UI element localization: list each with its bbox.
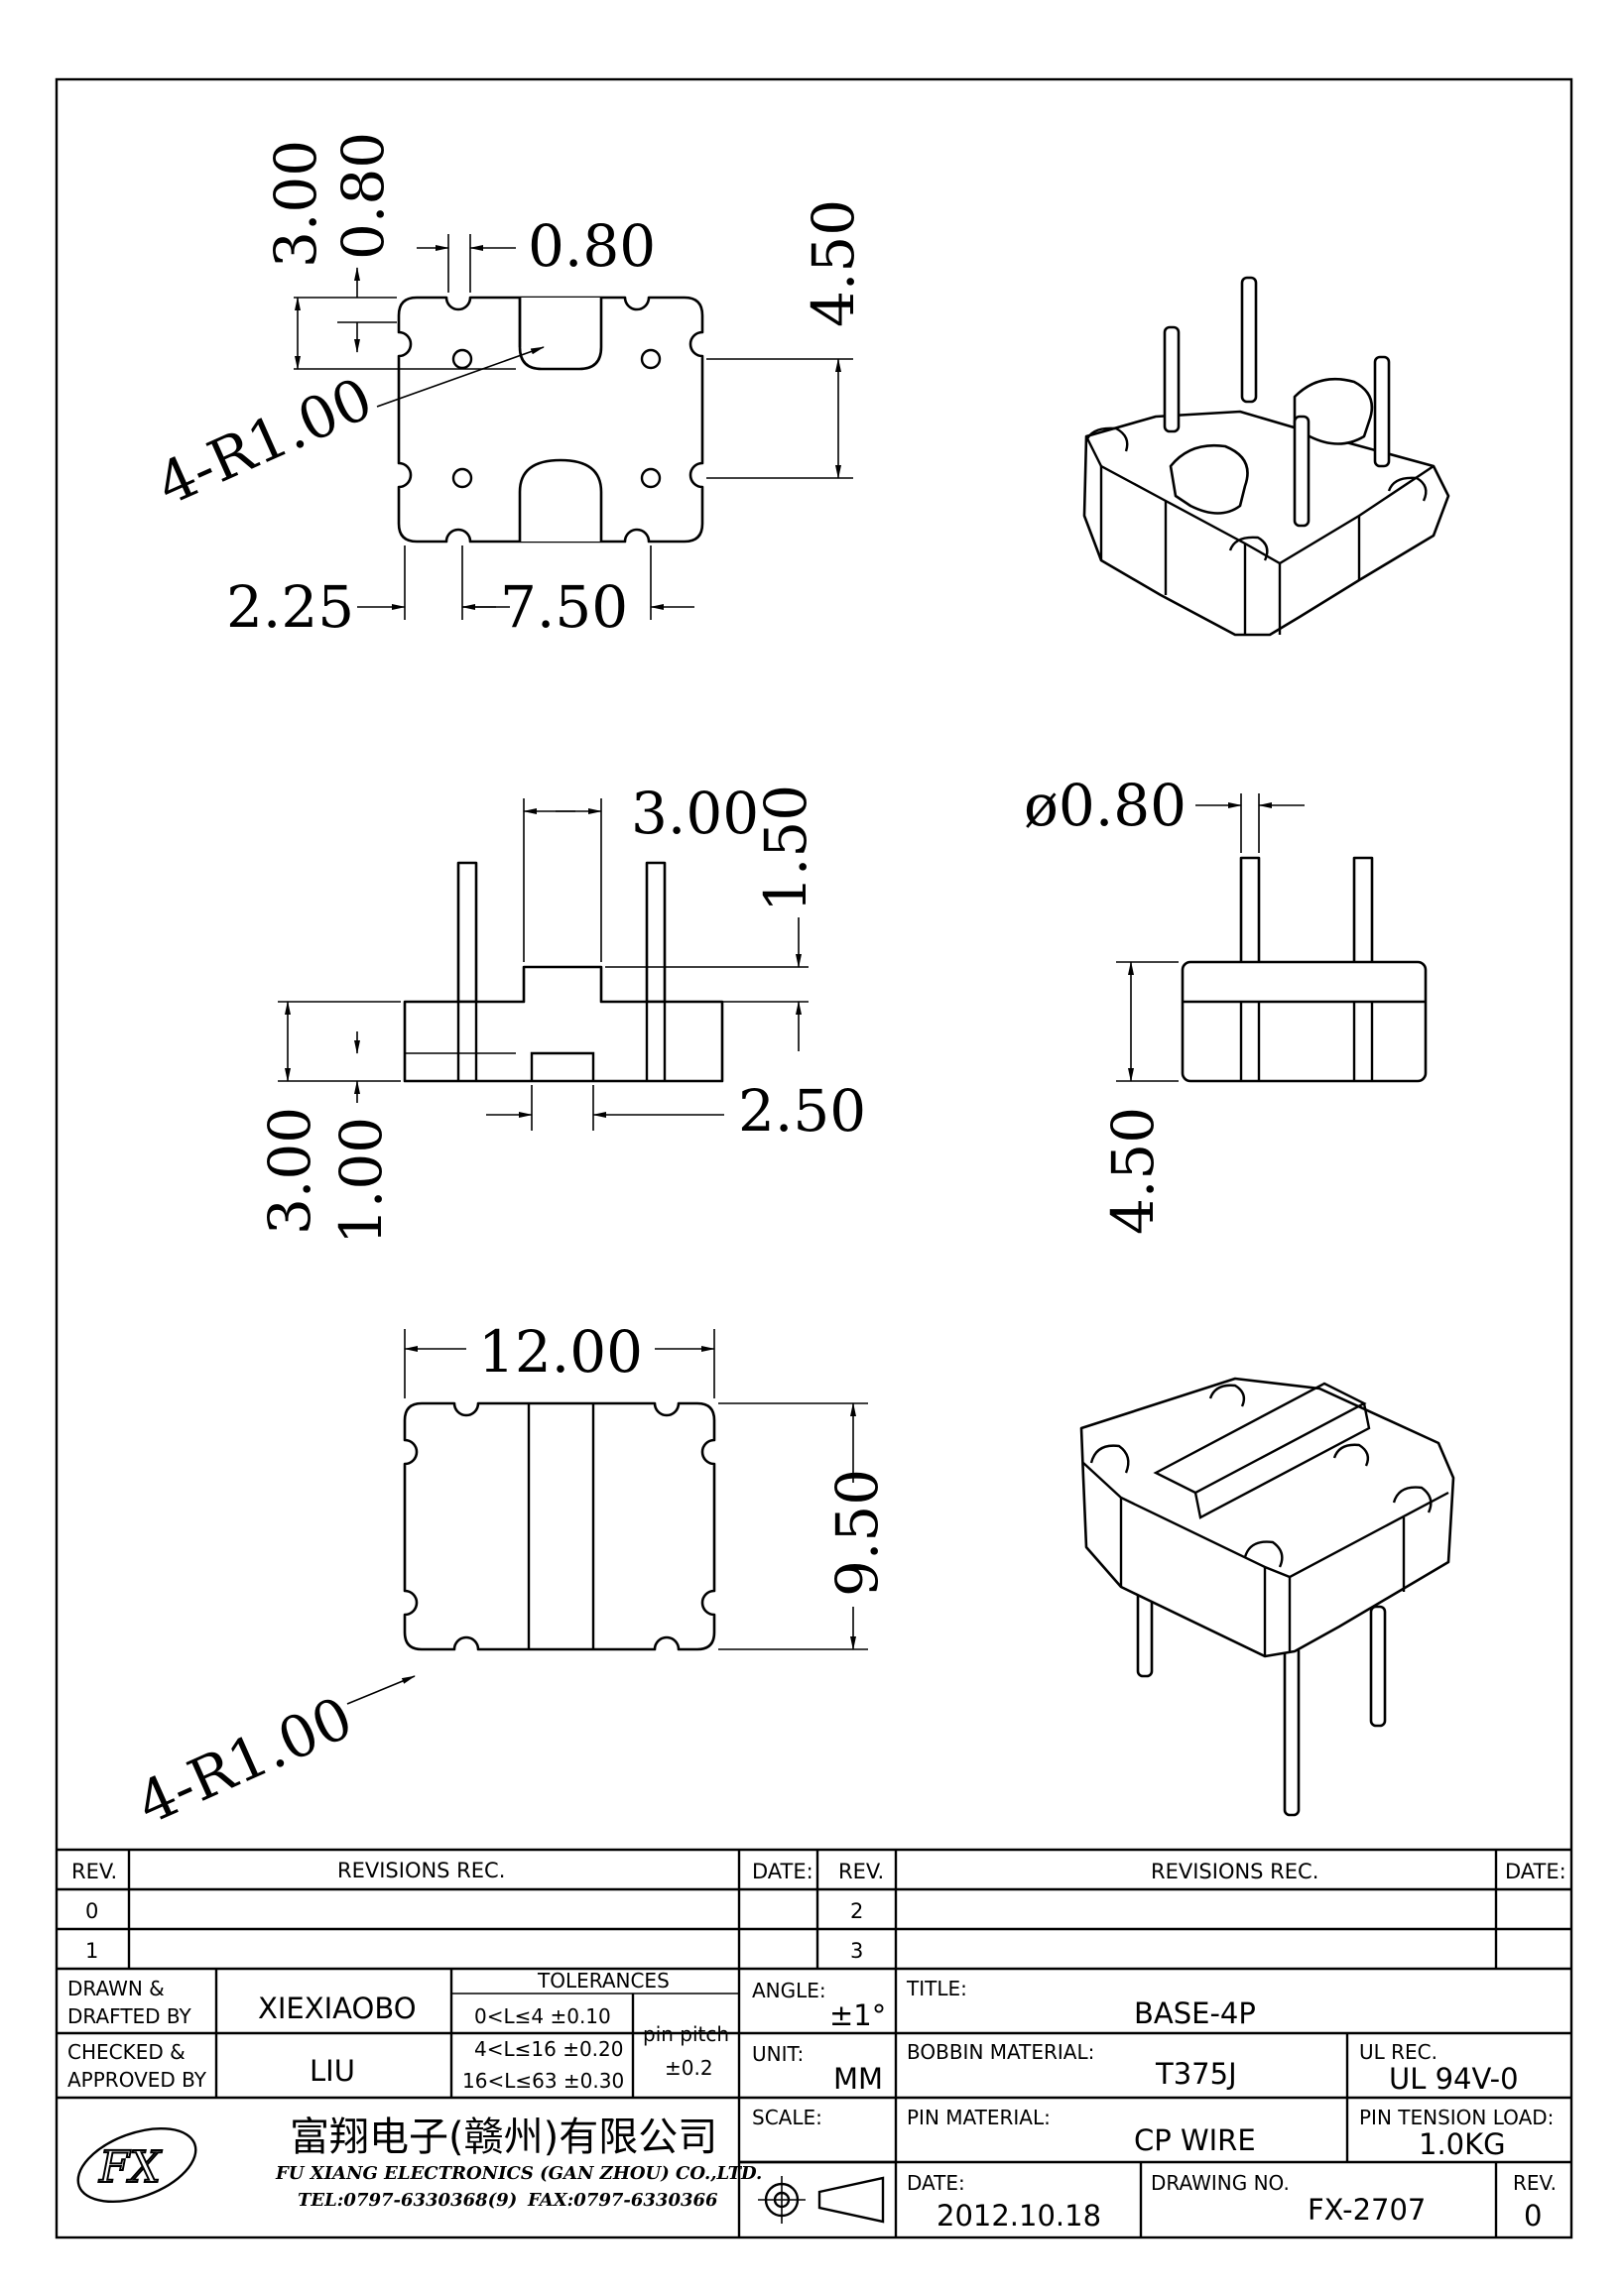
front-view: 3.00 1.50 3.00 1.00 2.50: [256, 780, 866, 1245]
checked-value: LIU: [310, 2054, 355, 2088]
pin-material-value: CP WIRE: [1134, 2123, 1256, 2157]
rev-number: 1: [85, 1939, 98, 1963]
iso-view-pins-up: [1082, 276, 1450, 637]
dim-text: 2.50: [738, 1077, 866, 1145]
dim-text: 4.50: [800, 199, 867, 327]
angle-value: ±1°: [829, 1998, 886, 2032]
drawn-value: XIEXIAOBO: [258, 1992, 417, 2025]
checked-label: APPROVED BY: [67, 2068, 207, 2092]
pin-hole: [640, 348, 662, 370]
pin-tension-label: PIN TENSION LOAD:: [1359, 2106, 1554, 2129]
dim-text: 0.80: [528, 212, 656, 280]
dim-text: 4-R1.00: [147, 364, 382, 518]
dim-text: 3.00: [631, 780, 759, 847]
bottom-view-outline: [403, 1401, 716, 1651]
dim-text: 2.25: [226, 573, 354, 641]
pin-pitch-label: pin pitch: [643, 2022, 729, 2046]
bobbin-material-value: T375J: [1155, 2057, 1237, 2091]
bottom-view: 12.00 9.50 4-R1.00: [127, 1318, 891, 1838]
dim-text: 9.50: [823, 1469, 891, 1597]
pin: [456, 861, 478, 1004]
ul-rec-value: UL 94V-0: [1389, 2062, 1519, 2096]
pin-hole: [640, 467, 662, 489]
angle-label: ANGLE:: [752, 1979, 826, 2002]
rev-number: 2: [850, 1899, 863, 1923]
tolerance-row: 4<L≤16 ±0.20: [474, 2037, 623, 2061]
pin-material-label: PIN MATERIAL:: [907, 2106, 1051, 2129]
side-view: ø0.80 4.50: [1024, 772, 1428, 1235]
date-header: DATE:: [1505, 1860, 1566, 1883]
pin: [645, 861, 667, 1004]
drawn-label: DRAWN &: [67, 1977, 165, 2000]
tolerance-row: 16<L≤63 ±0.30: [462, 2069, 624, 2093]
revisions-header: REVISIONS REC.: [1151, 1860, 1318, 1883]
pin-pitch-value: ±0.2: [665, 2056, 713, 2080]
dim-text: 1.50: [752, 785, 819, 912]
revisions-header: REVISIONS REC.: [337, 1859, 505, 1882]
sheet-border: [55, 77, 1573, 2239]
rev-value: 0: [1524, 2199, 1542, 2233]
rev-number: 0: [85, 1899, 98, 1923]
rev-label: REV.: [1513, 2171, 1557, 2195]
company-fax: FAX:0797-6330366: [527, 2190, 718, 2211]
company-tel: TEL:0797-6330368(9): [298, 2190, 517, 2211]
drawing-no-label: DRAWING NO.: [1151, 2171, 1290, 2195]
svg-text:FX: FX: [98, 2142, 163, 2193]
projection-symbol: [758, 2176, 885, 2224]
dim-text: ø0.80: [1024, 772, 1187, 839]
unit-label: UNIT:: [752, 2042, 804, 2066]
top-view-upper-pad: [518, 298, 603, 371]
company-name-en: FU XIANG ELECTRONICS (GAN ZHOU) CO.,LTD.: [275, 2163, 762, 2184]
rev-header: REV.: [71, 1860, 117, 1883]
dim-text: 3.00: [256, 1107, 323, 1235]
rev-number: 3: [850, 1939, 863, 1963]
date-header: DATE:: [752, 1860, 813, 1883]
dim-text: 0.80: [329, 132, 397, 260]
pin-tension-value: 1.0KG: [1419, 2127, 1506, 2161]
drawn-label: DRAFTED BY: [67, 2004, 192, 2028]
company-name-cn: 富翔电子(赣州)有限公司: [290, 2115, 717, 2160]
dim-text: 4.50: [1099, 1107, 1167, 1235]
dim-text: 4-R1.00: [127, 1683, 362, 1837]
tolerance-row: 0<L≤4 ±0.10: [474, 2004, 611, 2028]
top-view-lower-pad: [518, 458, 603, 542]
company-logo: FX: [76, 2127, 197, 2203]
scale-label: SCALE:: [752, 2106, 822, 2129]
front-view-body: [403, 965, 724, 1083]
tolerances-label: TOLERANCES: [537, 1969, 670, 1993]
bobbin-material-label: BOBBIN MATERIAL:: [907, 2040, 1094, 2064]
side-view-body: [1181, 960, 1428, 1083]
pin-hole: [451, 467, 473, 489]
iso-view-pins-down: [1079, 1377, 1455, 1817]
dim-text: 1.00: [327, 1117, 395, 1245]
top-view: 3.00 0.80 0.80 4.50 4-R1.00 2.25 7.50: [147, 132, 867, 641]
title-block: REV. REVISIONS REC. DATE: REV. REVISIONS…: [57, 1848, 1571, 2237]
checked-label: CHECKED &: [67, 2040, 186, 2064]
dim-text: 7.50: [500, 573, 628, 641]
ul-rec-label: UL REC.: [1359, 2040, 1437, 2064]
pin-hole: [451, 348, 473, 370]
dim-text: 3.00: [262, 140, 329, 268]
date-value: 2012.10.18: [937, 2199, 1101, 2233]
dim-text: 12.00: [478, 1318, 643, 1386]
unit-value: MM: [833, 2062, 883, 2096]
rev-header: REV.: [838, 1860, 884, 1883]
title-label: TITLE:: [906, 1977, 967, 2000]
title-value: BASE-4P: [1134, 1996, 1256, 2030]
date-label: DATE:: [907, 2171, 965, 2195]
drawing-no-value: FX-2707: [1308, 2193, 1426, 2227]
